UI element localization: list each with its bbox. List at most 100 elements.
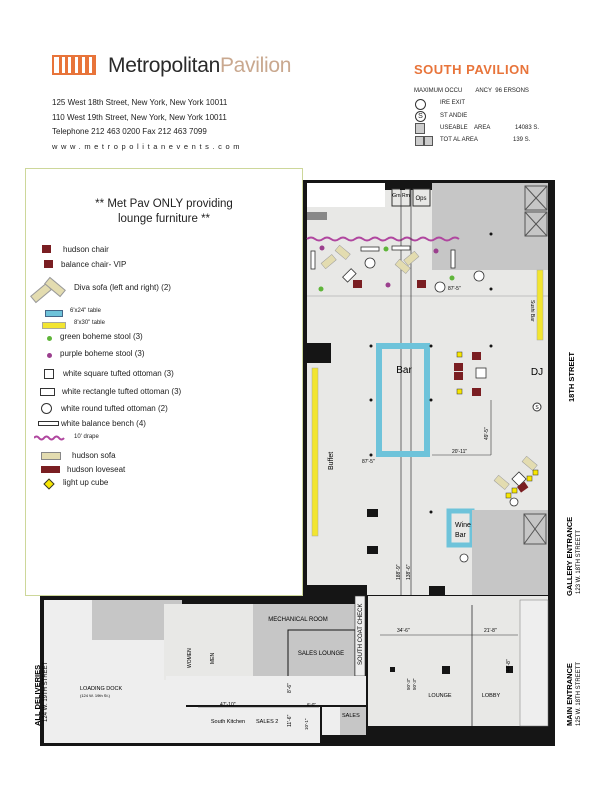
stair-elevator-core	[432, 183, 548, 270]
legend-item: hudson sofa	[72, 451, 116, 460]
plan-shape	[506, 666, 513, 673]
upper-room	[307, 183, 385, 207]
dimension-label: 87'-5"	[448, 286, 461, 292]
hudson-loveseat-icon	[41, 466, 60, 473]
loading-dock	[44, 640, 186, 743]
legend-item: balance chair- VIP	[61, 260, 127, 269]
light-cube-icon	[43, 478, 55, 490]
legend-item: white rectangle tufted ottoman (3)	[62, 387, 182, 396]
plan-shape	[523, 513, 547, 545]
address-line: 110 West 19th Street, New York, New York…	[52, 112, 227, 122]
plan-shape	[472, 388, 481, 396]
plan-shape	[511, 487, 518, 494]
plan-shape	[417, 280, 426, 288]
total-area-icon	[415, 136, 433, 146]
bar-tables	[376, 343, 430, 457]
plan-shape	[489, 232, 493, 236]
plan-shape	[394, 258, 411, 274]
legend-item: white square tufted ottoman (3)	[63, 369, 174, 378]
metropolitan-pavilion-logo-icon	[52, 55, 96, 75]
stairs	[307, 212, 327, 220]
diva-sofa-icon	[30, 276, 66, 304]
south-kitchen	[182, 707, 320, 743]
label-sales-2: SALES 2	[256, 719, 278, 725]
green-stool-icon	[47, 336, 52, 341]
plan-shape	[334, 244, 351, 260]
legend-item: green boheme stool (3)	[60, 332, 143, 341]
legend-heading-line: ** Met Pav ONLY providing	[95, 198, 233, 210]
plan-shape	[342, 268, 357, 283]
dimension-label: 50'-3"	[406, 678, 411, 690]
label-sushi-bar: Sushi Bar	[529, 300, 535, 322]
label-coat-check: SOUTH COAT CHECK	[358, 604, 364, 665]
label-mechanical-room: MECHANICAL ROOM	[268, 617, 327, 623]
plan-shape	[369, 232, 493, 514]
label-women: WOMEN	[187, 648, 193, 668]
legend-item: hudson loveseat	[67, 465, 126, 474]
address-block: 125 West 18th Street, New York, New York…	[52, 96, 243, 154]
plan-shape	[456, 351, 539, 499]
plan-shape	[429, 510, 433, 514]
legend-item: 8'x30" table	[74, 320, 105, 326]
plan-shape	[369, 398, 373, 402]
legend-item: light up cube	[63, 478, 109, 487]
square-ottoman-icon	[44, 369, 54, 379]
round-ottoman-icon	[41, 403, 52, 414]
dimension-label: 87'-5"	[362, 459, 375, 465]
brand-name: MetropolitanPavilion	[108, 54, 291, 78]
label-gallery-entrance: GALLERY ENTRANCE	[565, 517, 574, 596]
plan-shape	[456, 388, 463, 395]
plan-shape	[523, 513, 547, 545]
brand-name-part1: Metropolitan	[108, 54, 220, 77]
plan-shape	[385, 282, 391, 288]
sales-lounge-room	[287, 629, 356, 683]
plan-shape	[353, 280, 529, 493]
plan-shape	[390, 667, 395, 672]
plan-shape	[318, 246, 455, 292]
plan-shape	[369, 453, 373, 457]
plan-shape	[353, 280, 362, 288]
dimension-label: 11'-6"	[287, 714, 293, 727]
plan-shape	[505, 492, 512, 499]
fire-exit-icon	[415, 99, 426, 110]
plan-shape	[75, 57, 78, 73]
buffet-tables	[311, 367, 319, 537]
plan-shape	[493, 474, 510, 490]
plan-shape	[320, 254, 337, 270]
plan-shape	[320, 244, 538, 490]
plan-shape	[310, 245, 527, 563]
plan-shape	[391, 245, 411, 251]
plan-shape	[524, 185, 548, 211]
label-south-kitchen: South Kitchen	[211, 719, 245, 725]
plan-shape	[456, 351, 463, 358]
plan-shape	[472, 352, 481, 360]
label-main-address: 125 W. 18TH STREETT	[576, 662, 582, 726]
plan-shape	[526, 475, 533, 482]
plan-shape	[364, 257, 376, 269]
standpipe-glyph: S	[535, 405, 539, 411]
plan-shape	[62, 57, 65, 73]
label-wine: Wine	[455, 522, 471, 529]
plan-shape	[450, 249, 456, 269]
plan-shape	[82, 57, 85, 73]
plan-shape	[459, 553, 469, 563]
table-8x30-icon	[42, 322, 66, 329]
label-gallery-address: 123 W. 18TH STREETT	[576, 530, 582, 594]
dimension-label: 21'-8"	[484, 628, 497, 634]
plan-shape	[68, 57, 71, 73]
plan-shape	[449, 275, 455, 281]
label-ops: Ops	[415, 196, 426, 202]
label-all-deliveries: ALL DELIVERIES	[33, 665, 42, 726]
corridor	[166, 676, 366, 705]
plan-shape	[44, 276, 66, 298]
dimension-label: 188'-9"	[396, 564, 402, 580]
plan-shape	[524, 211, 548, 237]
label-deliveries-address: 124 W. 19TH STREET	[43, 661, 49, 722]
plan-shape	[307, 343, 331, 363]
purple-stool-icon	[47, 353, 52, 358]
address-line: 125 West 18th Street, New York, New York…	[52, 98, 228, 107]
drape	[306, 236, 460, 242]
legend-item: purple boheme stool (3)	[60, 349, 145, 358]
